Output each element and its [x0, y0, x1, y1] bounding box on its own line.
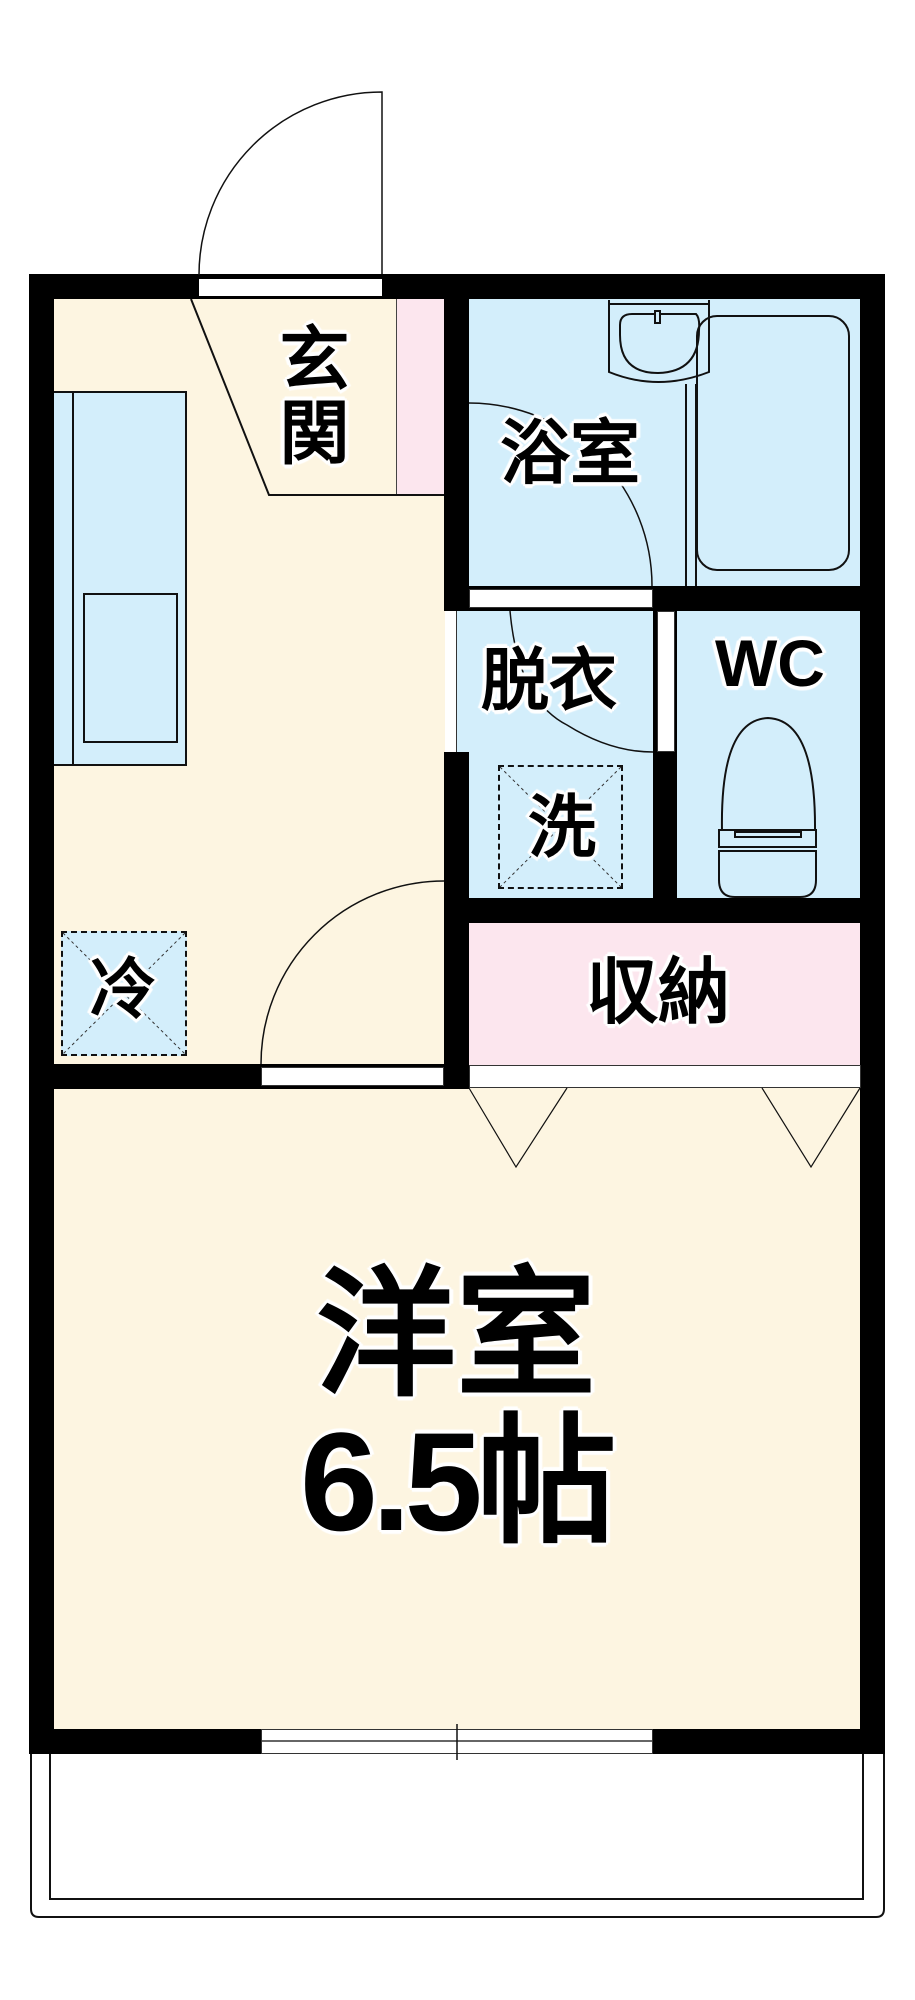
bathtub-icon [685, 315, 850, 586]
kitchen-counter-edge [72, 391, 74, 766]
shoe-storage [396, 298, 444, 495]
western-room-floor [53, 1088, 861, 1730]
closet-folding-door-right-icon [761, 1087, 861, 1169]
wall-wc-bottom [444, 898, 885, 923]
wall-left [29, 274, 54, 1754]
toilet-door-opening[interactable] [657, 611, 675, 752]
dressing-room-label: 脱衣 [481, 642, 618, 721]
western-room-size: 6.5帖 [300, 1403, 617, 1560]
washer-space [498, 765, 623, 889]
washbasin-icon [608, 300, 710, 383]
western-room-label: 洋室 [316, 1254, 597, 1417]
toilet-label: WC [715, 626, 825, 700]
toilet-door-swing-icon [509, 610, 654, 753]
room-door-swing-icon [260, 880, 445, 1065]
dressing-room-floor [456, 611, 653, 898]
room-door-opening[interactable] [261, 1067, 444, 1086]
washer-label: 洗 [528, 789, 597, 868]
closet-door-opening[interactable] [469, 1065, 861, 1088]
balcony-inner [49, 1754, 864, 1900]
wall-bathroom-left [444, 274, 469, 611]
fridge-cross-icon [62, 932, 186, 1055]
entrance-step-line [190, 298, 444, 496]
bathroom-door-swing-icon [468, 402, 653, 587]
entrance-door-swing-icon [198, 91, 383, 276]
kitchen-sink [83, 593, 178, 743]
bathroom-label: 浴室 [500, 412, 640, 494]
storage-label: 収納 [586, 950, 731, 1034]
toilet-icon [718, 716, 817, 898]
closet-folding-door-left-icon [468, 1087, 568, 1169]
wall-right [860, 274, 885, 1754]
balcony-outline [30, 1754, 885, 1918]
entrance-label: 玄関 [268, 322, 350, 470]
entrance-door-opening[interactable] [199, 279, 382, 296]
kitchen-counter [53, 391, 187, 766]
bathroom-floor [469, 298, 861, 586]
washer-cross-icon [499, 766, 622, 888]
fridge-label: 冷 [90, 951, 156, 1028]
storage-floor [469, 923, 861, 1065]
bathroom-door-opening[interactable] [469, 589, 653, 608]
